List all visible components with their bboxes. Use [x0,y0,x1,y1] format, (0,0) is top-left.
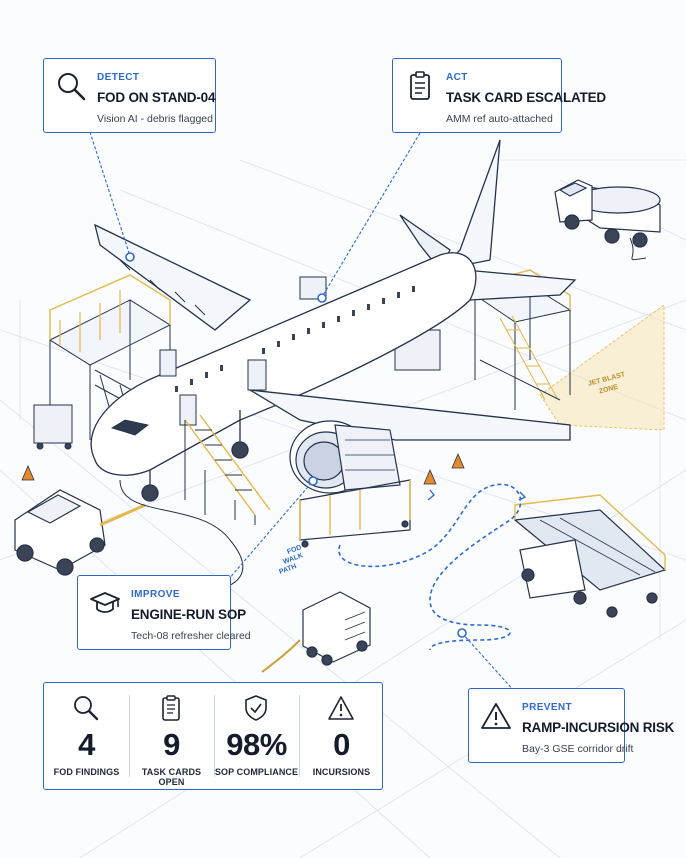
prevent-subtitle: Bay-3 GSE corridor drift [522,743,634,755]
act-tag: ACT [446,72,468,83]
kpi-value: 98% [226,727,287,762]
fod-path-label-3: PATH [278,563,297,576]
left-work-platform [33,274,172,450]
kpi-label: INCURSIONS [312,767,371,777]
detect-tag: DETECT [97,72,140,83]
improve-title: ENGINE-RUN SOP [131,607,246,622]
belt-loader [513,494,667,618]
kpi-label: SOP COMPLIANCE [214,767,299,777]
ground-power-unit [261,591,371,673]
magnifier-icon [74,696,99,721]
magnifier-icon [58,73,86,101]
aircraft-tug [14,489,146,576]
kpi-sop-compliance[interactable]: 98% SOP COMPLIANCE [214,683,299,789]
prevent-card[interactable]: PREVENT RAMP-INCURSION RISK Bay-3 GSE co… [468,688,674,763]
engine-stand [289,420,411,548]
kpi-label: FOD FINDINGS [53,767,120,777]
jet-blast-label-2: ZONE [598,384,619,396]
clipboard-icon [162,695,180,721]
act-subtitle: AMM ref auto-attached [446,113,553,125]
kpi-divider [214,695,215,777]
callout-anchors [125,252,467,638]
kpi-divider [299,695,300,777]
prevent-title: RAMP-INCURSION RISK [522,720,675,735]
callout-leaders [89,131,517,694]
kpi-value: 4 [78,727,95,762]
kpi-incursions[interactable]: 0 INCURSIONS [299,683,384,789]
aircraft [90,139,577,502]
graduation-cap-icon [90,592,120,613]
improve-card[interactable]: IMPROVE ENGINE-RUN SOP Tech-08 refresher… [77,575,251,650]
act-card[interactable]: ACT TASK CARD ESCALATED AMM ref auto-att… [392,58,606,133]
kpi-task-cards[interactable]: 9 TASK CARDS OPEN [129,683,214,789]
boarding-stairs [184,414,271,525]
fod-path-label-1: FOD [286,544,302,556]
kpi-label: TASK CARDS OPEN [141,767,202,787]
clipboard-icon [410,71,430,100]
jet-blast-zone: JET BLAST ZONE [539,304,665,431]
detect-title: FOD ON STAND-04 [97,90,216,105]
fuel-truck [554,179,661,261]
kpi-value: 9 [163,727,180,762]
kpi-divider [129,695,130,777]
shield-check-icon [245,695,267,721]
act-title: TASK CARD ESCALATED [446,90,606,105]
kpi-panel: 4 FOD FINDINGS 9 TASK CARDS OPEN 98% SOP… [43,682,383,790]
warning-icon [481,703,511,729]
improve-subtitle: Tech-08 refresher cleared [131,630,251,642]
kpi-fod-findings[interactable]: 4 FOD FINDINGS [44,683,129,789]
cabin-windows [175,286,415,392]
detect-subtitle: Vision AI - debris flagged [97,113,213,125]
safety-cones [21,452,465,485]
warning-icon [328,696,354,720]
ground-power-cable [119,479,244,591]
improve-tag: IMPROVE [131,589,180,600]
prevent-tag: PREVENT [522,702,573,713]
kpi-value: 0 [333,727,350,762]
detect-card[interactable]: DETECT FOD ON STAND-04 Vision AI - debri… [43,58,216,133]
